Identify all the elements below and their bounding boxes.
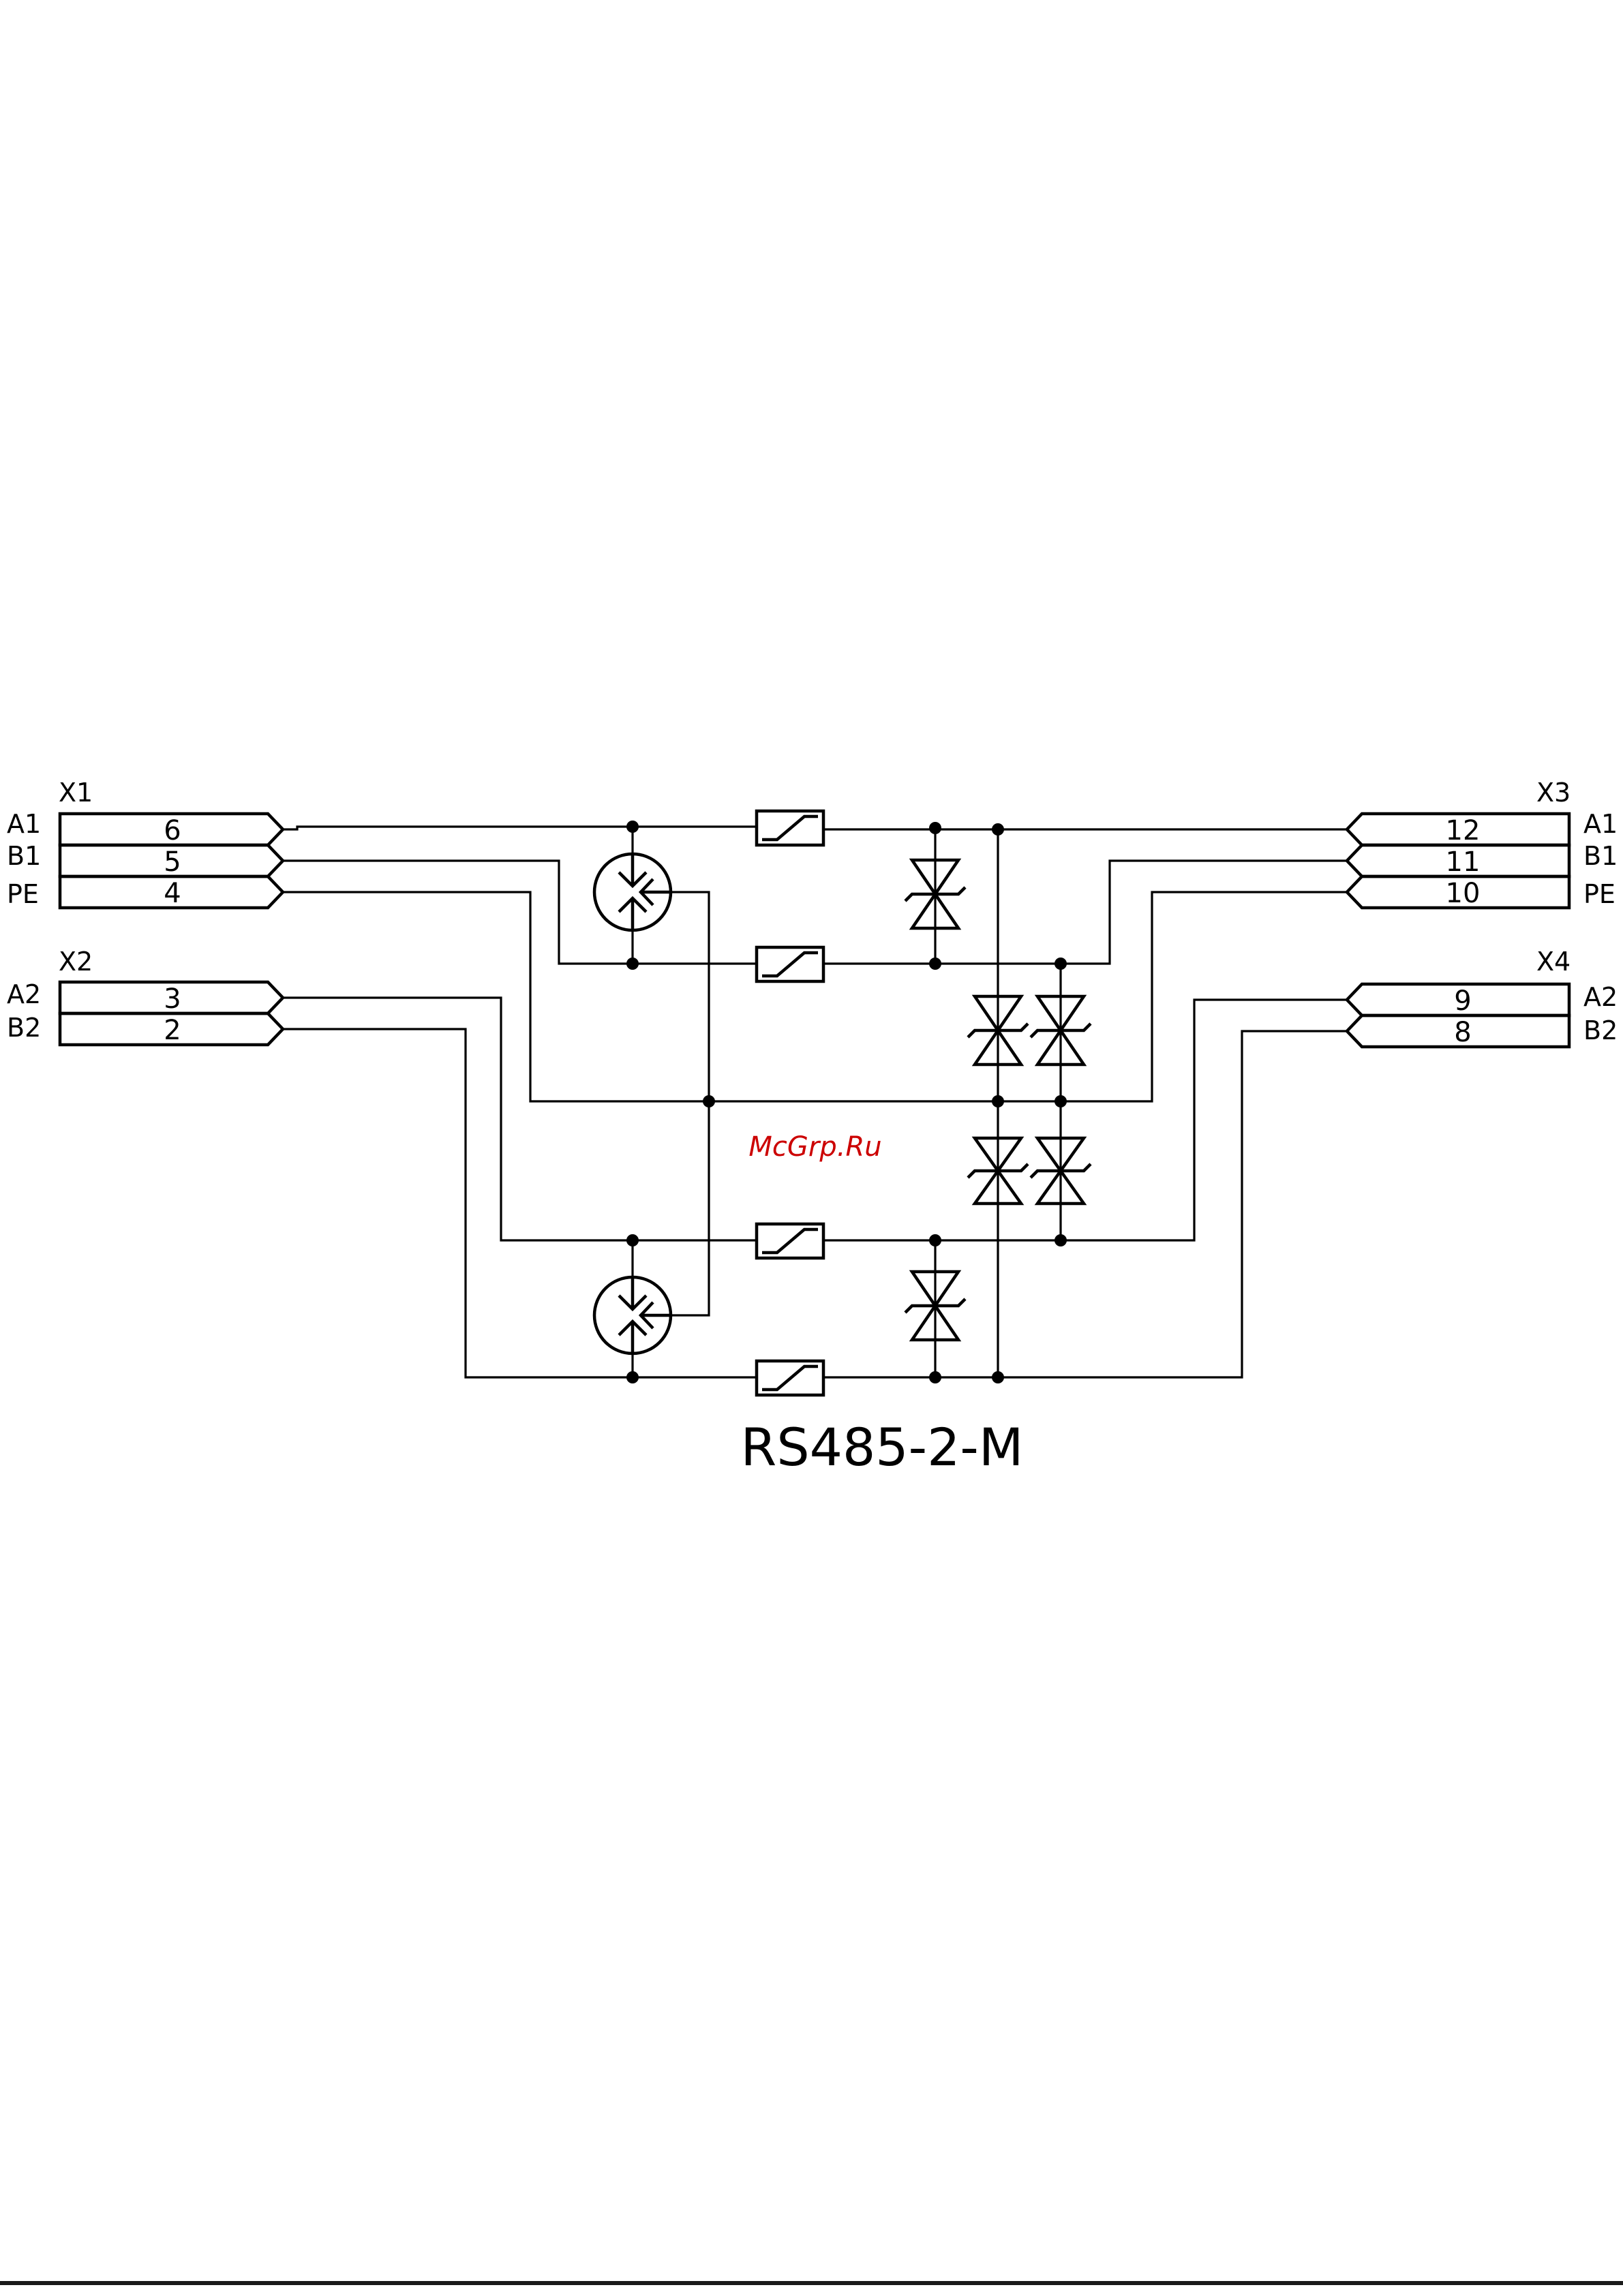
x4-pin-b2: 8 [1454, 1017, 1471, 1048]
x3-signal-a1: A1 [1583, 809, 1618, 839]
x2-signal-b2: B2 [7, 1013, 41, 1043]
x3-pin-a1: 12 [1446, 815, 1481, 846]
ptc-resistor-b1 [757, 947, 823, 981]
connector-x4-name: X4 [1536, 947, 1571, 977]
x1-signal-a1: A1 [7, 809, 41, 839]
ptc-resistor-b2 [757, 1361, 823, 1395]
x4-pin-a2: 9 [1454, 985, 1471, 1017]
x2-pin-a2: 3 [164, 983, 181, 1015]
x3-signal-b1: B1 [1583, 841, 1618, 871]
x1-signal-b1: B1 [7, 841, 41, 871]
diagram-title: RS485-2-M [741, 1417, 1024, 1478]
connector-x1: X1 6 5 4 A1 B1 PE [7, 778, 283, 909]
x4-signal-a2: A2 [1583, 982, 1618, 1012]
x2-pin-b2: 2 [164, 1015, 181, 1046]
connector-x3-name: X3 [1536, 778, 1571, 808]
x3-pin-b1: 11 [1446, 846, 1481, 878]
x1-signal-pe: PE [7, 879, 39, 909]
wiring [283, 827, 1347, 1377]
connector-x3: X3 12 11 10 A1 B1 PE [1347, 778, 1618, 909]
x1-pin-b1: 5 [164, 846, 181, 878]
gas-tube-1 [594, 854, 671, 930]
x1-pin-pe: 4 [164, 878, 181, 909]
connector-x1-name: X1 [59, 778, 93, 808]
connector-x4: X4 9 8 A2 B2 [1347, 947, 1618, 1048]
x3-signal-pe: PE [1583, 879, 1616, 909]
gas-tube-2 [594, 1277, 671, 1353]
x4-signal-b2: B2 [1583, 1015, 1618, 1045]
x2-signal-a2: A2 [7, 979, 41, 1009]
x1-pin-a1: 6 [164, 815, 181, 846]
x3-pin-pe: 10 [1446, 878, 1481, 909]
connector-x2-name: X2 [59, 947, 93, 977]
ptc-resistor-a2 [757, 1224, 823, 1258]
connector-x2: X2 3 2 A2 B2 [7, 947, 283, 1046]
watermark: McGrp.Ru [748, 1131, 881, 1163]
ptc-resistor-a1 [757, 811, 823, 845]
page-bottom-rule [0, 2281, 1623, 2285]
